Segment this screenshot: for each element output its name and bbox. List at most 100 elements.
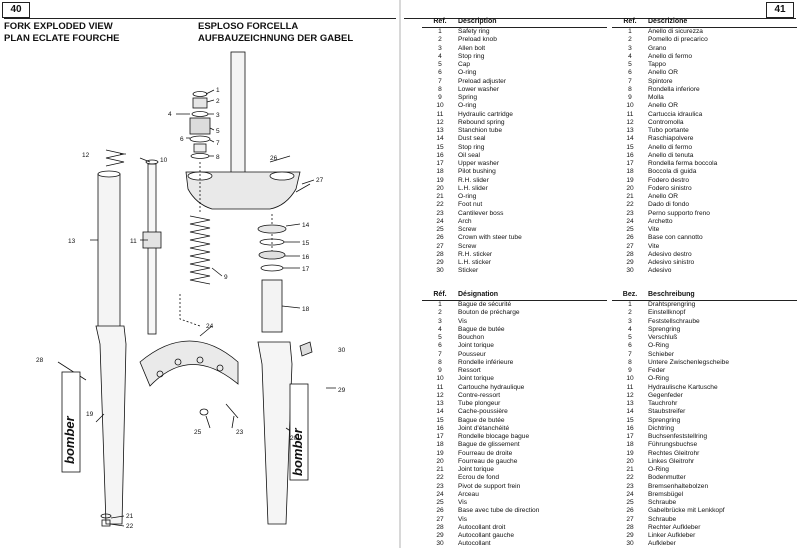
part-description: O-Ring [648,342,669,350]
table-row: 6 Joint torique [422,342,607,350]
part-ref: 4 [628,52,632,60]
part-ref: 24 [626,217,634,225]
callout-5: 5 [216,128,220,135]
part-description: Vis [458,515,468,523]
table-row: 23 Cantilever boss [422,210,607,218]
part-ref: 23 [436,209,444,217]
callout-15: 15 [302,240,310,247]
callout-3: 3 [216,112,220,119]
part-description: Rebound spring [458,118,505,126]
part-description: Grano [648,44,667,52]
callout-12: 12 [82,152,90,159]
part-ref: 26 [626,234,634,242]
part-description: Bodenmutter [648,474,686,482]
part-ref: 7 [628,350,632,358]
part-ref: 24 [436,490,444,498]
part-ref: 20 [436,457,444,465]
page-number-left: 40 [2,2,30,18]
title-french: PLAN ECLATE FOURCHE [4,32,120,44]
table-row: 26 Gabelbrücke mit Lenkkopf [612,507,797,515]
part-description: O-Ring [648,466,669,473]
part-description: Fourreau de gauche [458,457,518,465]
part-ref: 11 [436,383,444,391]
part-ref: 19 [436,449,444,457]
part-description: Cantilever boss [458,209,504,217]
callout-18: 18 [302,306,310,313]
part-description: Bouton de précharge [458,309,520,317]
part-description: Dust seal [458,135,486,143]
part-description: Preload adjuster [458,77,507,85]
part-description: Sprengring [648,416,681,424]
part-ref: 28 [626,250,634,258]
part-description: Crown with steer tube [458,234,522,242]
part-description: R.H. sticker [458,250,493,258]
part-ref: 29 [436,532,444,539]
part-description: Gegenfeder [648,391,683,399]
part-description: Contre-ressort [458,391,501,399]
part-description: Bague de butée [458,416,505,424]
part-ref: 6 [438,342,442,350]
foot-o-ring [100,513,112,519]
part-ref: 23 [626,209,634,217]
callout-23: 23 [236,429,244,436]
part-description: Cartuccia idraulica [648,110,703,118]
part-description: Spring [458,94,478,101]
part-ref: 12 [626,391,634,399]
description-column-header: Beschreibung [648,291,695,298]
part-ref: 26 [626,507,634,515]
part-description: Autocollant droit [458,523,506,531]
upper-washer [260,264,284,272]
part-ref: 5 [438,334,442,341]
part-description: Upper washer [458,160,500,167]
part-description: Gabelbrücke mit Lenkkopf [648,507,725,515]
callout-21: 21 [126,513,134,520]
part-ref: 19 [436,176,444,184]
part-description: Tappo [648,61,666,68]
part-description: Joint torique [458,342,494,350]
part-description: Stop ring [458,52,485,60]
table-header: Réf.Désignation [422,290,607,301]
part-description: Archetto [648,217,673,225]
part-description: Boccola di guida [648,168,697,176]
part-ref: 10 [436,375,444,383]
part-description: Aufkleber [648,540,676,548]
part-ref: 13 [626,400,634,407]
part-ref: 27 [436,242,444,250]
part-ref: 22 [436,201,444,209]
crown [185,171,301,210]
part-ref: 1 [438,301,442,308]
part-ref: 28 [626,523,634,531]
part-description: Oil seal [458,151,480,159]
part-ref: 16 [436,151,444,159]
part-description: Untere Zwischenlegscheibe [648,358,729,366]
part-ref: 9 [628,367,632,374]
